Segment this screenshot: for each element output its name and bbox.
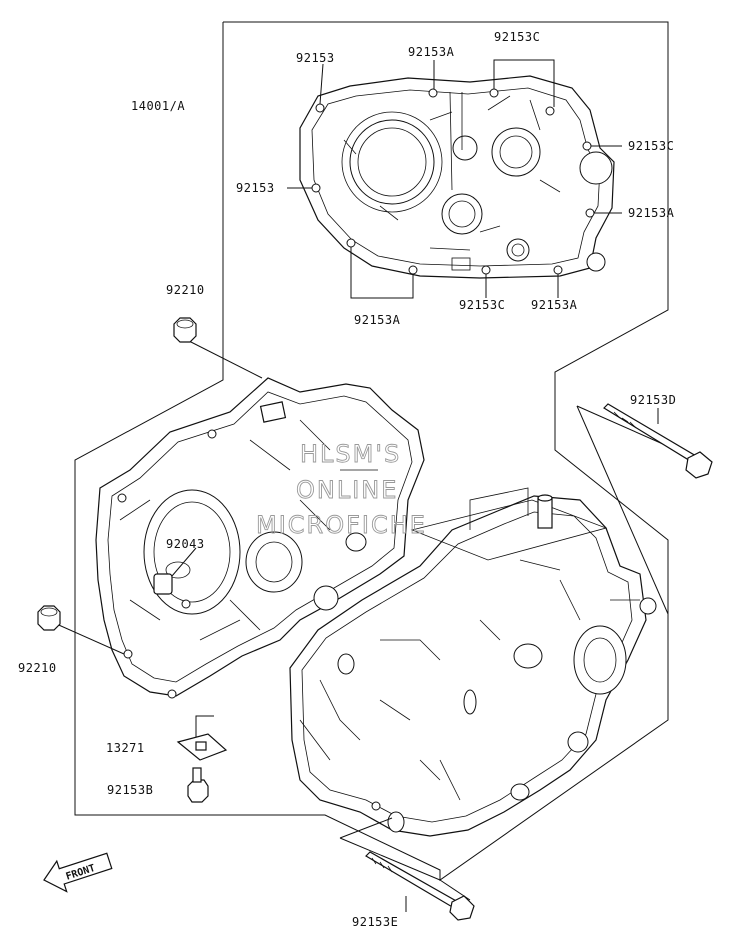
label-right-bolt-a: 92153A [628,206,675,220]
label-bracket: 13271 [106,741,145,755]
long-bolt-e [365,851,475,921]
dowel-pin-lower [37,605,61,631]
label-bearing: 92043 [166,537,205,551]
dowel-pin-upper [173,317,197,343]
label-upper-bolt-a: 92153A [408,45,455,59]
crankcase-right-half [289,487,657,837]
label-long-bolt-d: 92153D [630,393,676,407]
label-right-bolt-c: 92153C [628,139,674,153]
long-bolt-d [603,403,713,479]
label-bottom-bolt-a-right: 92153A [531,298,578,312]
label-upper-bolt-c: 92153C [494,30,540,44]
label-left-bolt: 92153 [236,181,275,195]
label-bottom-bolt-c: 92153C [459,298,505,312]
front-direction-arrow: FRONT [43,852,113,893]
label-upper-bolt: 92153 [296,51,335,65]
label-bottom-bolt-a-left: 92153A [354,313,401,327]
bracket-bolt [187,767,209,803]
watermark-line-3: MICROFICHE [256,511,427,539]
bearing-92043 [153,573,173,595]
label-dowel-lower: 92210 [18,661,57,675]
label-long-bolt-e: 92153E [352,915,398,929]
watermark-line-2: ONLINE [296,476,398,504]
watermark: HLSM'S ONLINE MICROFICHE [256,440,427,540]
watermark-line-1: HLSM'S [300,440,401,468]
crankcase-left-half [95,377,425,699]
label-bracket-bolt: 92153B [107,783,153,797]
part-labels: 14001/A 92153 92153A 92153C 92153C 92153… [18,30,676,929]
label-dowel-upper: 92210 [166,283,205,297]
assembly-frame [74,21,669,881]
crankcase-inner-face [299,75,615,279]
label-crankcase: 14001/A [131,99,185,113]
bracket-13271 [176,733,228,761]
